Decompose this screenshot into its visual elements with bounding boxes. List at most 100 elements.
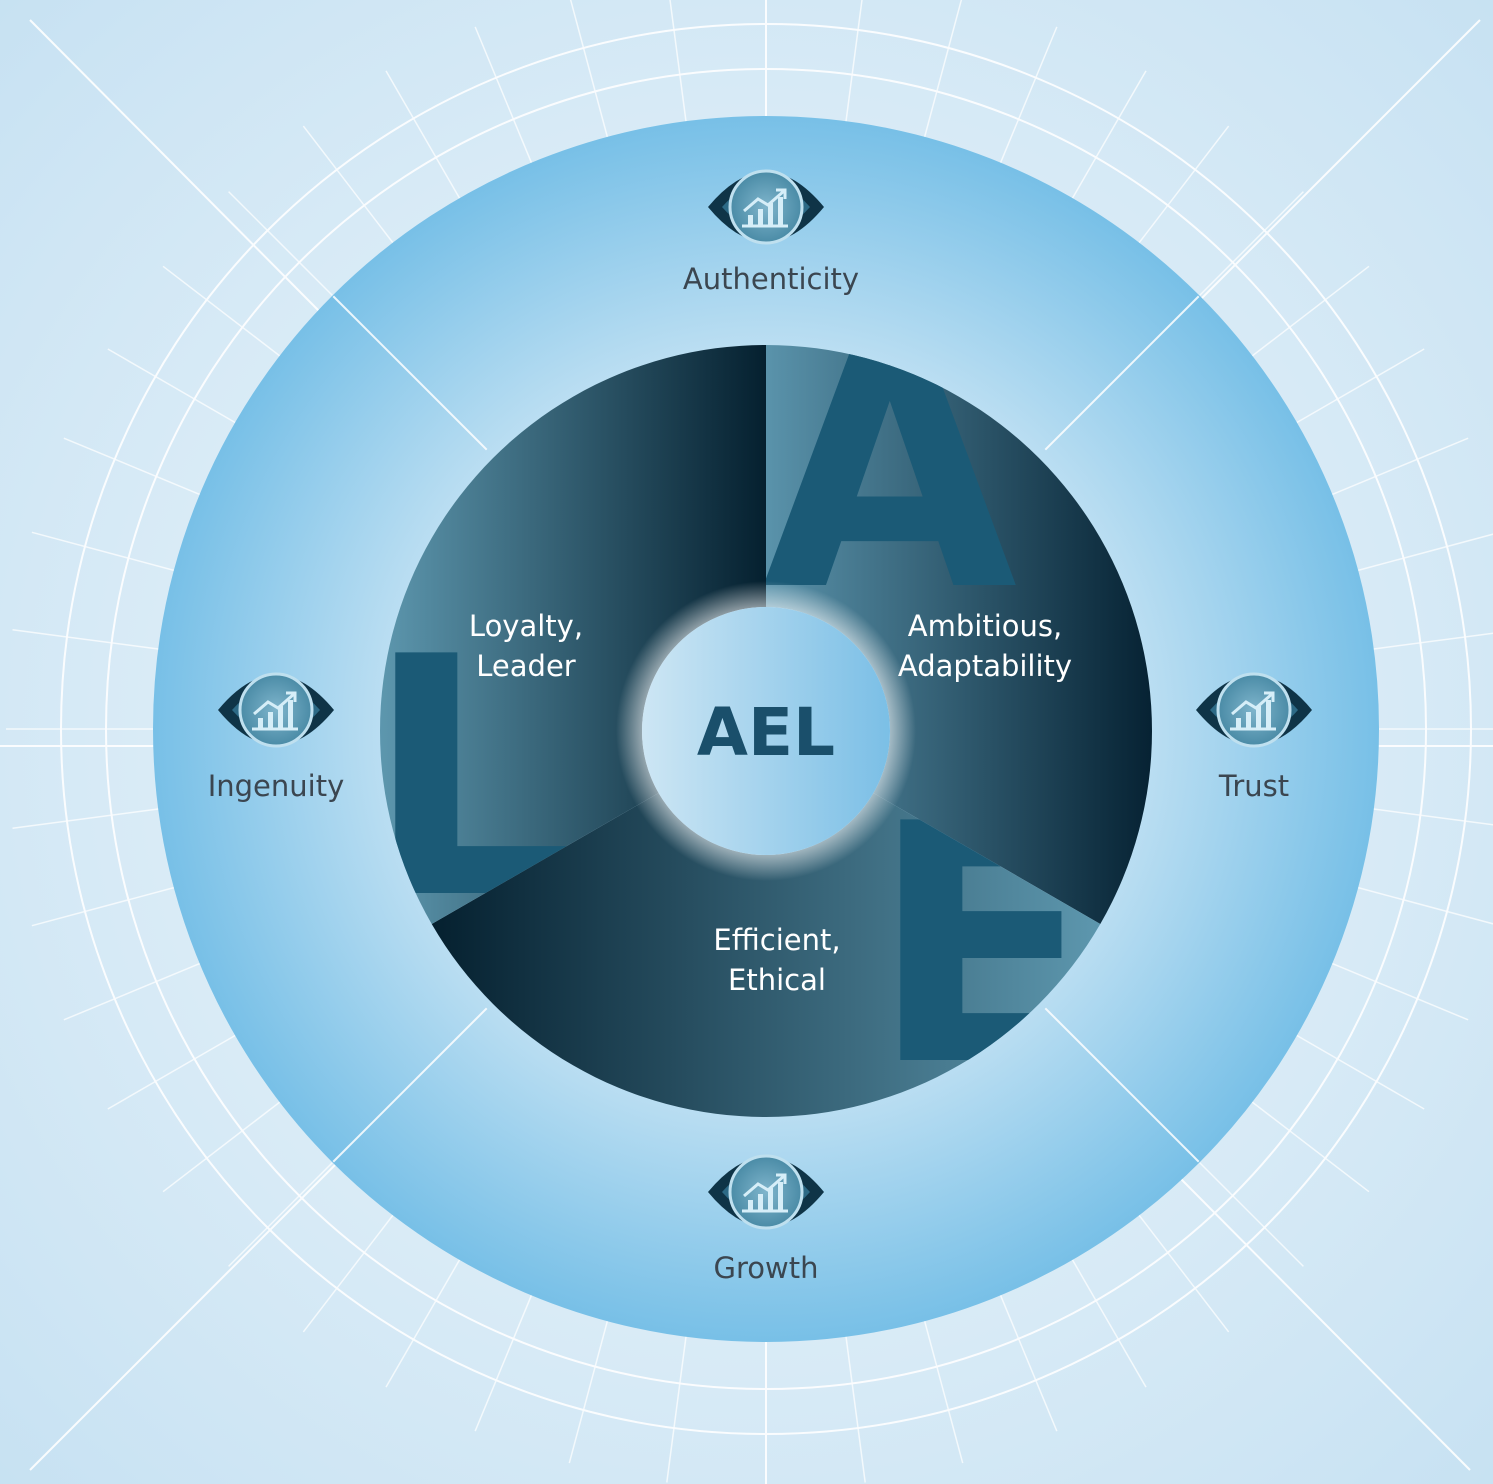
ring-spoke	[332, 295, 488, 451]
chart-bar	[778, 197, 783, 225]
chart-bar	[1236, 718, 1241, 728]
web-tick	[1137, 125, 1230, 244]
chart-trend-line	[743, 1174, 785, 1198]
web-tick	[569, 0, 609, 139]
web-tick	[1198, 191, 1304, 297]
chart-arrow-head	[286, 691, 297, 702]
web-tick	[1251, 265, 1370, 358]
web-tick	[12, 808, 160, 829]
chart-trend-line	[253, 692, 295, 716]
web-tick	[1295, 348, 1425, 424]
web-tick	[474, 26, 533, 164]
web-tick	[845, 1335, 866, 1483]
diagonal-spokes	[332, 295, 1200, 1163]
eye-growth-chart-icon	[708, 1154, 824, 1230]
web-tick	[385, 70, 461, 200]
chart-bar	[768, 1188, 773, 1210]
segment-l	[380, 345, 766, 924]
eye-growth-chart-icon	[218, 672, 334, 748]
web-tick	[1251, 1100, 1370, 1193]
eye-iris	[1216, 672, 1292, 748]
center-circle	[642, 607, 890, 855]
chart-bar	[288, 700, 293, 728]
segment-l-label-line2: Leader	[476, 649, 576, 683]
web-tick	[845, 0, 863, 123]
web-tick	[228, 191, 334, 297]
chart-bar	[748, 215, 753, 225]
chart-bar	[1256, 706, 1261, 728]
chart-trend-line	[743, 189, 785, 213]
web-tick	[568, 1319, 609, 1464]
eye-iris	[238, 672, 314, 748]
web-tick	[107, 348, 237, 424]
web-tick	[1356, 533, 1493, 572]
value-label-ingenuity: Ingenuity	[208, 769, 345, 803]
chart-bar	[778, 1182, 783, 1210]
ring-spoke	[1044, 295, 1200, 451]
web-tick	[302, 125, 395, 244]
inner-wheel: A E L Ambitious, Adaptability Efficient,…	[380, 345, 1152, 1117]
web-tick	[31, 886, 176, 927]
web-tick	[162, 265, 281, 358]
web-tick	[1356, 886, 1493, 925]
chart-bar	[268, 712, 273, 728]
eye-iris	[728, 169, 804, 245]
eye-iris	[728, 1154, 804, 1230]
value-label-trust: Trust	[1218, 769, 1289, 803]
segment-l-label-line1: Loyalty,	[469, 609, 583, 643]
segment-e	[431, 793, 1101, 1117]
web-tick	[162, 1100, 281, 1193]
segment-e-label-line2: Ethical	[728, 963, 826, 997]
chart-bar	[768, 203, 773, 225]
chart-bar	[748, 1200, 753, 1210]
web-tick	[1071, 1258, 1147, 1388]
eye-growth-chart-icon	[708, 169, 824, 245]
web-tick	[669, 0, 687, 123]
web-tick	[1198, 1161, 1304, 1267]
segment-a-label-line2: Adaptability	[898, 649, 1072, 683]
web-tick	[666, 1335, 687, 1483]
chart-bar	[758, 209, 763, 225]
chart-trend-line	[1231, 692, 1273, 716]
web-tick	[12, 629, 160, 650]
chart-arrow-head	[776, 188, 787, 199]
chart-arrow-head	[776, 1173, 787, 1184]
web-tick	[923, 1319, 964, 1464]
web-tick	[385, 1258, 461, 1388]
web-tick	[107, 1034, 237, 1110]
ring-spoke	[1044, 1007, 1200, 1163]
web-tick	[302, 1214, 395, 1333]
segment-e-label-line1: Efficient,	[713, 923, 840, 957]
value-authenticity: Authenticity	[683, 169, 859, 296]
web-tick	[1137, 1214, 1230, 1333]
web-tick	[63, 437, 201, 496]
value-trust: Trust	[1196, 672, 1312, 803]
web-tick	[1372, 808, 1493, 826]
web-tick	[1331, 962, 1469, 1021]
web-tick	[228, 1161, 334, 1267]
value-label-growth: Growth	[714, 1251, 819, 1285]
web-tick	[474, 1294, 533, 1432]
chart-arrow-head	[1264, 691, 1275, 702]
eye-growth-chart-icon	[1196, 672, 1312, 748]
web-tick	[1295, 1034, 1425, 1110]
web-tick	[63, 962, 201, 1021]
web-tick	[999, 1294, 1058, 1432]
web-tick	[1331, 437, 1469, 496]
chart-bar	[758, 1194, 763, 1210]
chart-bar	[258, 718, 263, 728]
center-label: AEL	[697, 694, 835, 771]
value-label-authenticity: Authenticity	[683, 262, 859, 296]
chart-bar	[278, 706, 283, 728]
web-tick	[999, 26, 1058, 164]
web-tick	[1071, 70, 1147, 200]
value-ingenuity: Ingenuity	[208, 672, 345, 803]
ring-spoke	[332, 1007, 488, 1163]
web-tick	[31, 531, 176, 572]
web-tick	[923, 0, 963, 139]
web-tick	[1372, 632, 1493, 650]
chart-bar	[1246, 712, 1251, 728]
segment-a-label-line1: Ambitious,	[908, 609, 1062, 643]
